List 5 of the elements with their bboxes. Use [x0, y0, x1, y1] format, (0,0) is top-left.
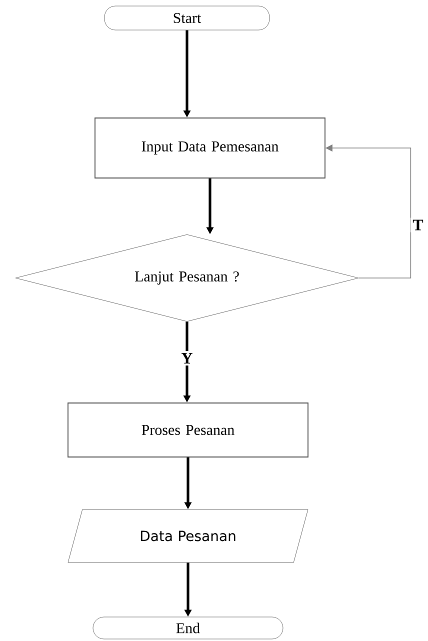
data-parallelogram: Data Pesanan — [68, 509, 308, 563]
edge-label: Y — [179, 351, 195, 366]
edge-label: T — [410, 218, 426, 232]
process-box: Input Data Pemesanan — [94, 118, 326, 178]
process-box: Proses Pesanan — [68, 402, 308, 458]
